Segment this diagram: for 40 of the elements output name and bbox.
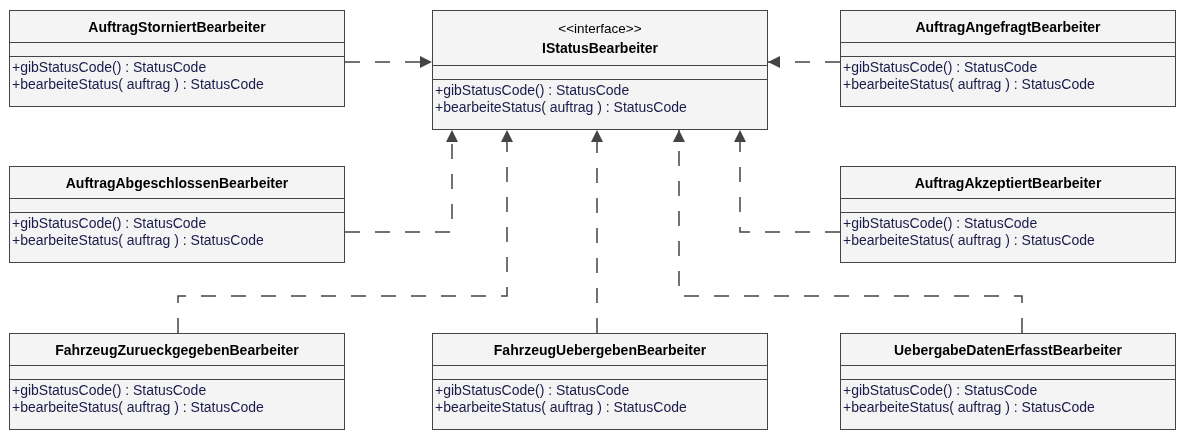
class-box [432, 333, 768, 430]
method-signature: +gibStatusCode() : StatusCode [435, 82, 630, 99]
class-box [432, 10, 768, 130]
class-box [9, 10, 345, 107]
method-signature: +bearbeiteStatus( auftrag ) : StatusCode [435, 399, 687, 416]
method-signature: +gibStatusCode() : StatusCode [843, 215, 1038, 232]
class-name: AuftragAngefragtBearbeiter [915, 18, 1101, 35]
class-name: UebergabeDatenErfasstBearbeiter [894, 341, 1122, 358]
realization-arrow [177, 129, 513, 334]
method-signature: +gibStatusCode() : StatusCode [12, 382, 207, 399]
method-signature: +gibStatusCode() : StatusCode [12, 59, 207, 76]
realization-arrow [673, 129, 1023, 334]
class-name: FahrzeugUebergebenBearbeiter [493, 341, 707, 358]
realization-arrow [767, 56, 841, 68]
realization-arrow [591, 129, 603, 334]
method-signature: +gibStatusCode() : StatusCode [843, 59, 1038, 76]
class-box [9, 333, 345, 430]
method-signature: +bearbeiteStatus( auftrag ) : StatusCode [843, 76, 1095, 93]
method-signature: +bearbeiteStatus( auftrag ) : StatusCode [435, 99, 687, 116]
class-box [9, 166, 345, 263]
class-name: IStatusBearbeiter [542, 39, 658, 56]
stereotype-label: <<interface>> [558, 20, 642, 36]
method-signature: +bearbeiteStatus( auftrag ) : StatusCode [12, 76, 264, 93]
class-name: FahrzeugZurueckgegebenBearbeiter [55, 341, 299, 358]
method-signature: +bearbeiteStatus( auftrag ) : StatusCode [12, 232, 264, 249]
realization-arrow [344, 56, 433, 68]
class-box [840, 333, 1176, 430]
class-name: AuftragAkzeptiertBearbeiter [914, 174, 1102, 191]
class-name: AuftragAbgeschlossenBearbeiter [65, 174, 289, 191]
method-signature: +gibStatusCode() : StatusCode [843, 382, 1038, 399]
realization-arrow [344, 129, 458, 233]
method-signature: +bearbeiteStatus( auftrag ) : StatusCode [843, 399, 1095, 416]
method-signature: +gibStatusCode() : StatusCode [12, 215, 207, 232]
class-name: AuftragStorniertBearbeiter [88, 18, 266, 35]
method-signature: +bearbeiteStatus( auftrag ) : StatusCode [843, 232, 1095, 249]
class-box [840, 166, 1176, 263]
realization-arrow [734, 129, 841, 233]
method-signature: +bearbeiteStatus( auftrag ) : StatusCode [12, 399, 264, 416]
method-signature: +gibStatusCode() : StatusCode [435, 382, 630, 399]
class-box [840, 10, 1176, 107]
